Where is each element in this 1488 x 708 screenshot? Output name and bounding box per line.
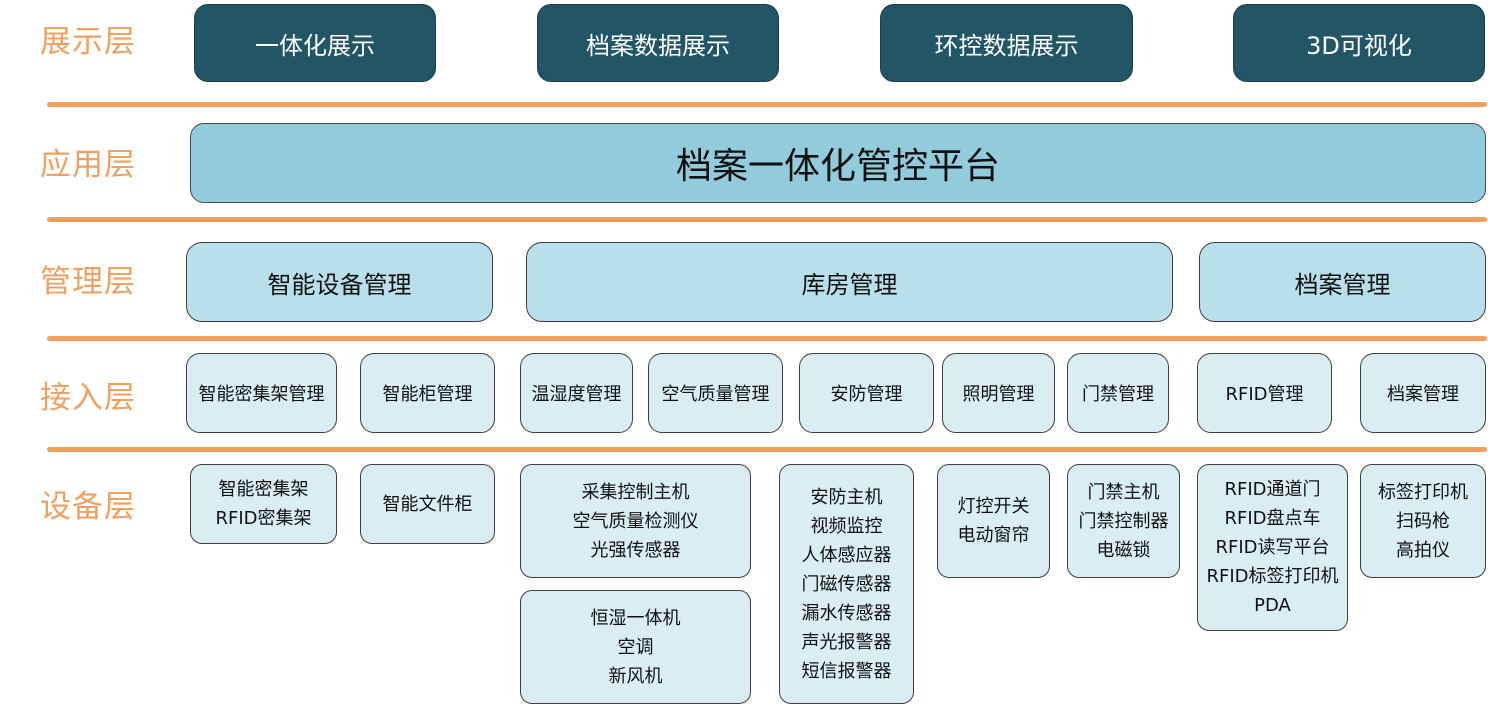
display-box: 档案数据展示 [537,4,779,82]
display-box: 环控数据展示 [880,4,1133,82]
device-item: 新风机 [608,665,663,687]
device-item: 电磁锁 [1096,539,1151,561]
device-item: PDA [1254,595,1291,616]
management-box: 库房管理 [526,242,1173,322]
device-item: 安防主机 [810,486,883,508]
device-box: 智能密集架 RFID密集架 [190,464,337,544]
device-item: 空气质量检测仪 [572,510,699,532]
device-box: 智能文件柜 [360,464,495,544]
device-item: 门磁传感器 [801,573,892,595]
device-box: RFID通道门 RFID盘点车 RFID读写平台 RFID标签打印机 PDA [1197,464,1348,631]
access-box: 智能密集架管理 [186,353,337,433]
access-box: 空气质量管理 [648,353,783,433]
device-item: 恒湿一体机 [590,607,681,629]
device-item: 漏水传感器 [801,602,892,624]
access-box: 档案管理 [1360,353,1486,433]
device-item: 采集控制主机 [581,481,690,503]
layer-label-display: 展示层 [40,24,136,60]
device-item: RFID通道门 [1224,479,1321,500]
device-item: 灯控开关 [957,496,1030,517]
device-item: RFID密集架 [215,508,312,529]
device-box: 恒湿一体机 空调 新风机 [520,590,751,704]
device-item: 智能密集架 [218,479,309,500]
device-item: 电动窗帘 [957,525,1030,546]
management-box: 智能设备管理 [186,242,493,322]
layer-label-access: 接入层 [40,380,136,416]
access-box: 温湿度管理 [520,353,633,433]
device-item: 门禁主机 [1087,481,1160,503]
device-item: RFID标签打印机 [1206,566,1339,587]
separator-line [47,102,1487,107]
device-item: 声光报警器 [801,631,892,653]
management-box: 档案管理 [1199,242,1486,322]
display-box: 3D可视化 [1233,4,1485,82]
access-box: 智能柜管理 [360,353,495,433]
platform-box: 档案一体化管控平台 [190,123,1486,203]
access-box: 门禁管理 [1067,353,1169,433]
device-item: 空调 [617,636,654,658]
device-box: 安防主机 视频监控 人体感应器 门磁传感器 漏水传感器 声光报警器 短信报警器 [779,464,914,704]
access-box: 照明管理 [942,353,1055,433]
layer-label-device: 设备层 [40,489,136,525]
separator-line [47,447,1487,452]
device-box: 灯控开关 电动窗帘 [937,464,1050,578]
layer-label-management: 管理层 [40,264,136,300]
device-item: 标签打印机 [1378,481,1468,503]
device-box: 门禁主机 门禁控制器 电磁锁 [1067,464,1180,578]
separator-line [47,217,1487,222]
device-item: 智能文件柜 [382,493,473,515]
device-item: 扫码枪 [1396,510,1450,532]
device-item: 光强传感器 [590,539,681,561]
display-box: 一体化展示 [194,4,436,82]
device-box: 标签打印机 扫码枪 高拍仪 [1360,464,1486,578]
device-box: 采集控制主机 空气质量检测仪 光强传感器 [520,464,751,578]
device-item: RFID读写平台 [1215,537,1330,558]
device-item: 视频监控 [810,515,883,537]
device-item: 门禁控制器 [1078,510,1169,532]
device-item: RFID盘点车 [1224,508,1321,529]
device-item: 高拍仪 [1396,539,1450,561]
separator-line [47,336,1487,341]
access-box: RFID管理 [1197,353,1332,433]
device-item: 人体感应器 [801,544,892,566]
access-box: 安防管理 [799,353,934,433]
device-item: 短信报警器 [801,660,892,682]
layer-label-application: 应用层 [40,147,136,183]
